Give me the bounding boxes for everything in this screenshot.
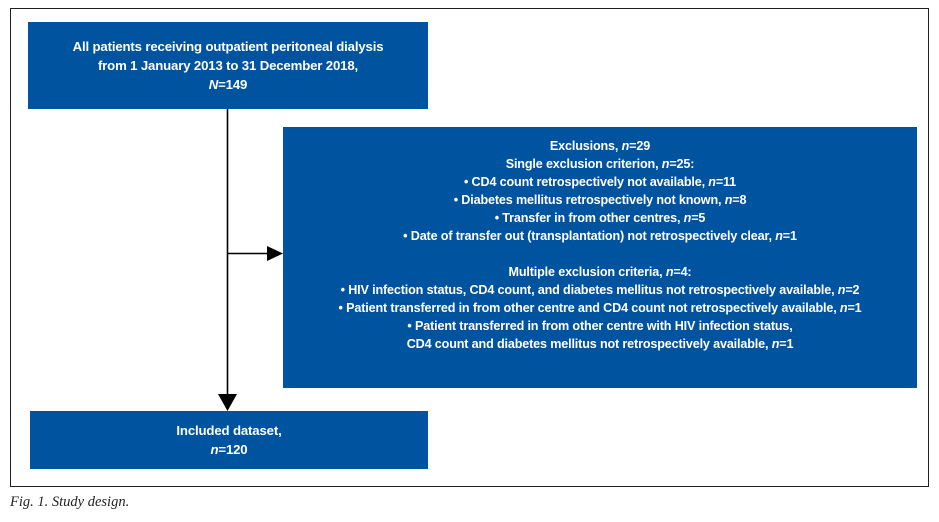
single-criterion-item: • CD4 count retrospectively not availabl… bbox=[463, 175, 737, 189]
multiple-criteria-heading: Multiple exclusion criteria, n=4: bbox=[508, 265, 692, 279]
figure-caption: Fig. 1. Study design. bbox=[10, 494, 130, 510]
multiple-criteria-item: • Patient transferred in from other cent… bbox=[407, 319, 793, 333]
cohort-line-3: N=149 bbox=[208, 77, 248, 92]
cohort-box: All patients receiving outpatient perito… bbox=[28, 22, 428, 109]
included-line-1: Included dataset, bbox=[176, 423, 282, 438]
cohort-line-1: All patients receiving outpatient perito… bbox=[72, 39, 384, 54]
multiple-criteria-item: CD4 count and diabetes mellitus not retr… bbox=[406, 337, 794, 351]
included-line-2: n=120 bbox=[210, 442, 248, 457]
exclusions-heading: Exclusions, n=29 bbox=[549, 139, 651, 153]
figure-frame bbox=[10, 8, 929, 487]
cohort-line-2: from 1 January 2013 to 31 December 2018, bbox=[97, 58, 359, 73]
single-criterion-heading: Single exclusion criterion, n=25: bbox=[505, 157, 695, 171]
multiple-criteria-item: • Patient transferred in from other cent… bbox=[338, 301, 862, 315]
included-dataset-box: Included dataset, n=120 bbox=[30, 411, 428, 469]
single-criterion-item: • Date of transfer out (transplantation)… bbox=[403, 229, 797, 243]
exclusions-box: Exclusions, n=29 Single exclusion criter… bbox=[283, 127, 917, 388]
single-criterion-item: • Transfer in from other centres, n=5 bbox=[494, 211, 706, 225]
multiple-criteria-item: • HIV infection status, CD4 count, and d… bbox=[340, 283, 860, 297]
single-criterion-item: • Diabetes mellitus retrospectively not … bbox=[453, 193, 747, 207]
